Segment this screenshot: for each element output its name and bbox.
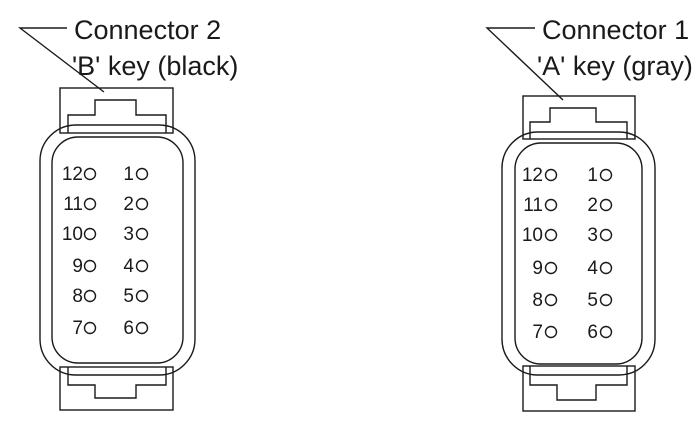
pin-label: 2 — [123, 194, 134, 215]
connector-1-key-label: 'A' key (gray) — [537, 51, 693, 81]
pin-label: 10 — [522, 225, 543, 246]
pin-hole — [83, 259, 97, 273]
pin-label: 1 — [123, 164, 134, 185]
connector-2-key-label: 'B' key (black) — [72, 51, 238, 81]
connector-1-pins: 12 1 11 2 10 3 9 4 8 5 7 6 — [522, 165, 613, 343]
pin-hole — [599, 168, 613, 182]
pin-hole — [83, 227, 97, 241]
pin-label: 5 — [123, 286, 134, 307]
pin-label: 6 — [587, 322, 598, 343]
pin-label: 5 — [587, 290, 598, 311]
pin-hole — [544, 325, 558, 339]
pin-label: 3 — [587, 225, 598, 246]
pin-hole — [135, 289, 149, 303]
pin-label: 2 — [587, 195, 598, 216]
pin-hole — [544, 261, 558, 275]
connector-1-title: Connector 1 — [542, 15, 689, 45]
pin-label: 11 — [63, 194, 83, 215]
pin-hole — [83, 321, 97, 335]
pin-hole — [599, 293, 613, 307]
pin-hole — [83, 197, 97, 211]
pin-hole — [135, 167, 149, 181]
pin-label: 4 — [123, 256, 134, 277]
pin-hole — [135, 259, 149, 273]
pin-hole — [135, 227, 149, 241]
connector-1-housing-outer — [501, 131, 656, 376]
pin-hole — [599, 228, 613, 242]
connector-1-housing-inner — [514, 142, 643, 365]
pin-label: 9 — [72, 256, 83, 277]
pin-label: 9 — [532, 258, 543, 279]
pin-label: 1 — [587, 165, 598, 186]
pin-label: 10 — [62, 224, 83, 245]
connector-2: Connector 2 'B' key (black) 12 1 11 2 10 — [17, 15, 238, 411]
connector-2-leader-line — [17, 27, 105, 93]
pin-label: 4 — [587, 258, 598, 279]
pin-hole — [135, 197, 149, 211]
connector-1-top-latch — [522, 95, 636, 140]
pin-hole — [599, 325, 613, 339]
connector-2-title: Connector 2 — [74, 15, 221, 45]
pin-label: 7 — [532, 322, 543, 343]
connector-2-pins: 12 1 11 2 10 3 9 4 8 5 7 6 — [62, 164, 149, 339]
pin-label: 6 — [123, 318, 134, 339]
pin-hole — [83, 167, 97, 181]
connector-2-housing-inner — [51, 136, 184, 364]
connector-1-leader-line — [485, 27, 564, 101]
pin-hole — [599, 198, 613, 212]
pin-hole — [544, 168, 558, 182]
pin-label: 8 — [72, 286, 83, 307]
pin-hole — [135, 321, 149, 335]
connector-1-bottom-latch — [522, 365, 636, 412]
pin-label: 7 — [72, 318, 83, 339]
pin-label: 8 — [532, 290, 543, 311]
pin-hole — [544, 228, 558, 242]
pin-hole — [83, 289, 97, 303]
connector-2-housing-outer — [39, 124, 196, 376]
pin-hole — [599, 261, 613, 275]
pin-label: 11 — [523, 195, 543, 216]
connector-1: Connector 1 'A' key (gray) 12 1 11 2 10 — [485, 15, 693, 412]
pin-label: 3 — [123, 224, 134, 245]
pin-label: 12 — [62, 164, 83, 185]
pin-hole — [544, 293, 558, 307]
connector-2-top-latch — [59, 87, 174, 134]
pin-hole — [544, 198, 558, 212]
pin-label: 12 — [522, 165, 543, 186]
connector-2-bottom-latch — [59, 366, 174, 411]
